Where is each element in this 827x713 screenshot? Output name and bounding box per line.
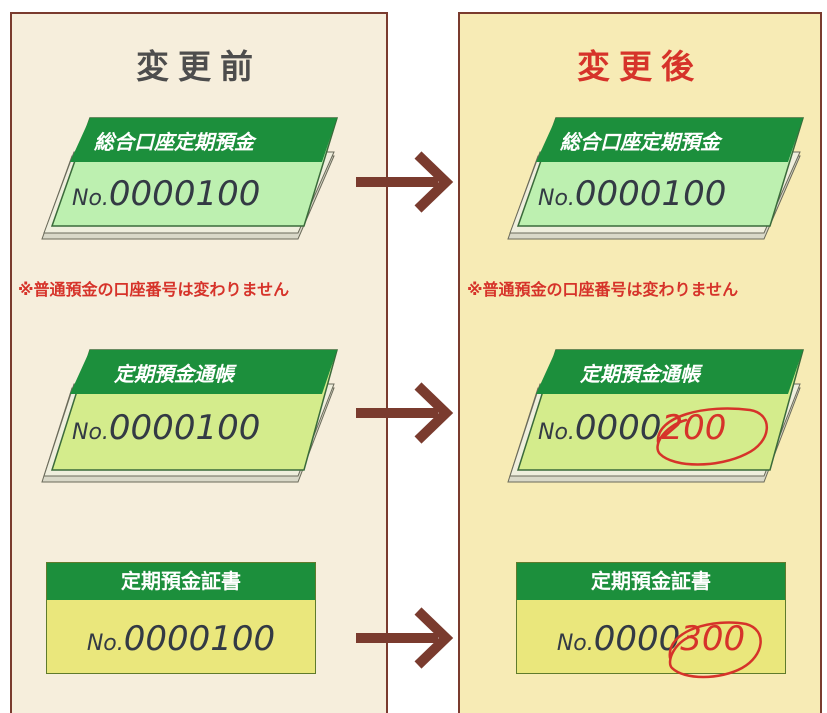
number-prefix: No. bbox=[538, 186, 575, 211]
number-digits: 0000100 bbox=[123, 619, 276, 659]
before-title: 変更前 bbox=[136, 47, 262, 86]
passbook-sogo-left-graphic bbox=[41, 117, 339, 240]
passbook-teiki-left-graphic bbox=[41, 349, 338, 483]
number-digits: 0000100 bbox=[108, 408, 261, 448]
passbook-label: 定期預金通帳 bbox=[114, 362, 234, 386]
passbook-number: No.0000100 bbox=[72, 174, 260, 214]
before-passbook-sogo: 総合口座定期預金 No.0000100 bbox=[41, 112, 339, 240]
number-changed-digits: 200 bbox=[661, 408, 727, 448]
before-certificate: 定期預金証書 No.0000100 bbox=[46, 562, 316, 674]
number-digits: 0000 bbox=[593, 619, 681, 659]
certificate-number: No.0000100 bbox=[47, 619, 315, 659]
number-prefix: No. bbox=[538, 420, 575, 445]
after-certificate: 定期預金証書 No.0000300 bbox=[516, 562, 786, 674]
arrow-right-icon bbox=[356, 382, 454, 444]
number-prefix: No. bbox=[86, 631, 124, 656]
passbook-number: No.0000100 bbox=[72, 408, 260, 448]
passbook-label: 定期預金通帳 bbox=[580, 362, 700, 386]
after-passbook-teiki: 定期預金通帳 No.0000200 bbox=[507, 344, 804, 483]
certificate-label: 定期預金証書 bbox=[47, 563, 315, 600]
number-prefix: No. bbox=[72, 186, 109, 211]
number-prefix: No. bbox=[72, 420, 109, 445]
passbook-label: 総合口座定期預金 bbox=[94, 130, 254, 154]
number-prefix: No. bbox=[556, 631, 594, 656]
passbook-number: No.0000100 bbox=[538, 174, 726, 214]
passbook-sogo-right-graphic bbox=[507, 117, 805, 240]
number-digits: 0000100 bbox=[108, 174, 261, 214]
number-changed-digits: 300 bbox=[680, 619, 746, 659]
after-title: 変更後 bbox=[577, 47, 703, 86]
certificate-label: 定期預金証書 bbox=[517, 563, 785, 600]
number-digits: 0000100 bbox=[574, 174, 727, 214]
after-passbook-sogo: 総合口座定期預金 No.0000100 bbox=[507, 112, 805, 240]
number-digits: 0000 bbox=[574, 408, 662, 448]
certificate-number: No.0000300 bbox=[517, 619, 785, 659]
arrow-right-icon bbox=[356, 607, 454, 669]
passbook-number: No.0000200 bbox=[538, 408, 726, 448]
before-note: ※普通預金の口座番号は変わりません bbox=[18, 280, 290, 299]
after-note: ※普通預金の口座番号は変わりません bbox=[467, 280, 739, 299]
passbook-label: 総合口座定期預金 bbox=[560, 130, 720, 154]
arrow-right-icon bbox=[356, 151, 454, 213]
before-passbook-teiki: 定期預金通帳 No.0000100 bbox=[41, 344, 338, 483]
